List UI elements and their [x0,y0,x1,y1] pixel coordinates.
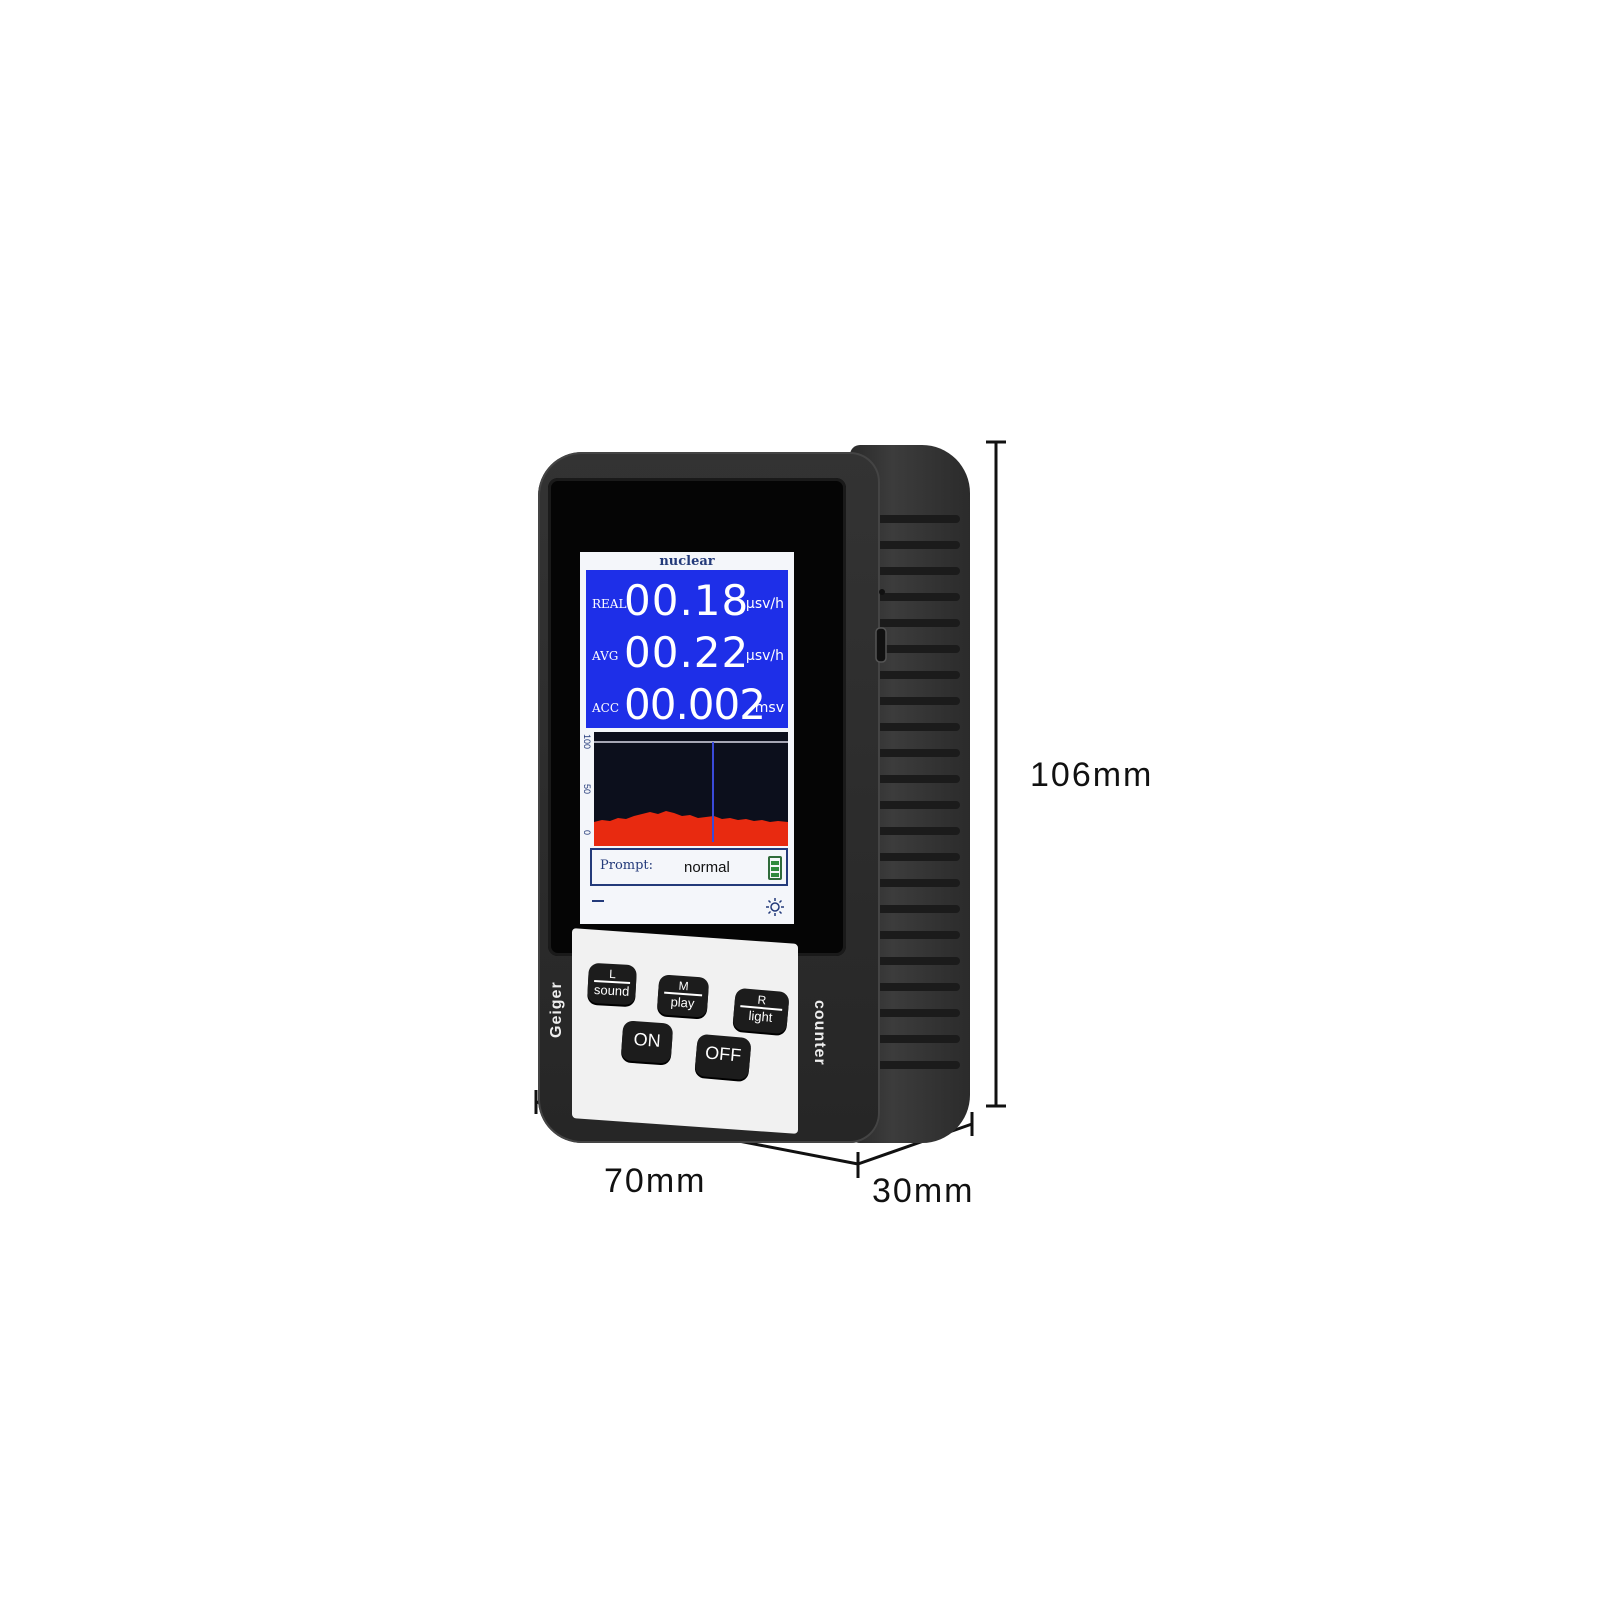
reading-unit: msv [754,700,784,716]
usb-port-icon [875,589,887,663]
sound-button[interactable]: L sound [586,962,638,1006]
off-button[interactable]: OFF [694,1033,752,1081]
reading-label: ACC [592,701,620,715]
height-dimension: 106mm [1030,756,1154,794]
play-button[interactable]: M play [656,974,710,1018]
button-function-label: play [670,994,695,1011]
graph-y-axis: 100 50 0 [580,732,594,846]
geiger-label: Geiger [548,981,565,1038]
reading-unit: μsv/h [745,648,784,664]
light-button[interactable]: R light [732,987,790,1035]
graph-tick-label: 100 [582,734,592,750]
prompt-box: Prompt: normal [590,848,788,886]
counter-label: counter [811,1000,828,1066]
button-function-label: light [747,1007,774,1025]
on-button[interactable]: ON [620,1020,674,1064]
reading-label: REAL [592,597,627,611]
brightness-icon [766,898,784,916]
reading-value: 00.22 [624,628,750,677]
battery-icon [768,856,782,880]
signal-icon [592,892,604,902]
button-key-label: L [594,963,632,984]
radiation-graph [594,732,788,846]
width-dimension: 70mm [604,1162,707,1200]
reading-unit: μsv/h [745,596,784,612]
reading-acc: ACC 00.002 msv [586,676,788,726]
button-key-label: M [664,974,704,997]
prompt-value: normal [684,859,730,876]
prompt-label: Prompt: [600,858,654,873]
reading-avg: AVG 00.22 μsv/h [586,624,788,674]
reading-real: REAL 00.18 μsv/h [586,572,788,622]
readings-panel: REAL 00.18 μsv/h AVG 00.22 μsv/h ACC 00.… [586,570,788,728]
reading-label: AVG [592,649,619,663]
graph-tick-label: 0 [582,830,592,836]
reading-value: 00.18 [624,576,750,625]
reading-value: 00.002 [624,680,766,729]
screen-title: nuclear [659,554,715,569]
graph-tick-label: 50 [582,784,592,795]
button-function-label: sound [593,982,630,999]
lcd-screen: nuclear REAL 00.18 μsv/h AVG 00.22 μsv/h… [580,552,794,924]
depth-dimension: 30mm [872,1172,975,1210]
